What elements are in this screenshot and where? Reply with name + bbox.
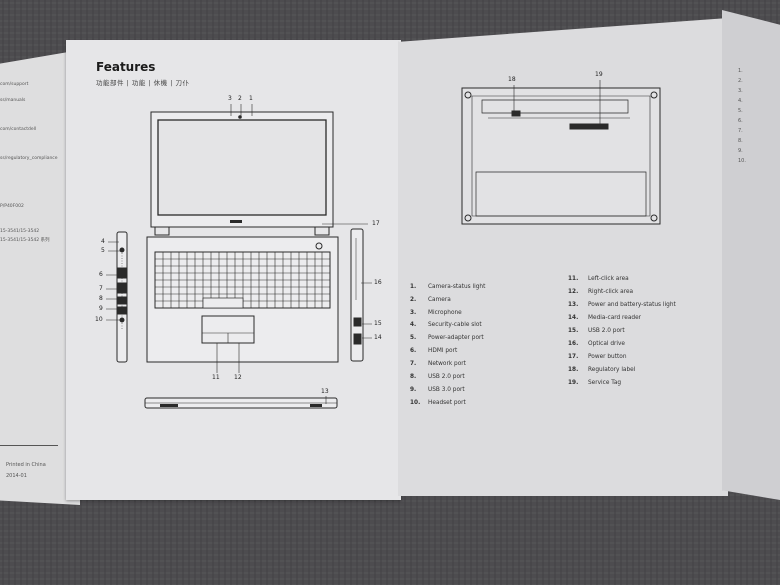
callout-15: 15: [374, 320, 382, 327]
power-port-icon: [119, 247, 125, 253]
far-text-line: 9.: [738, 148, 743, 154]
left-text-line: com/contactdell: [0, 127, 37, 132]
callout-9: 9: [99, 305, 103, 312]
laptop-bottom-view: [461, 87, 661, 225]
footer-rule: [0, 445, 58, 446]
far-text-line: 1.: [738, 68, 743, 74]
legend-item: 19.Service Tag: [568, 380, 622, 386]
screw-icon: [464, 214, 472, 222]
far-right-fold-panel: [722, 10, 780, 500]
regulatory-label: [511, 110, 521, 117]
camera-icon: [238, 115, 242, 119]
far-text-line: 8.: [738, 138, 743, 144]
legend-item: 18.Regulatory label: [568, 367, 636, 373]
far-text-line: 2.: [738, 78, 743, 84]
hinge-left: [154, 226, 170, 236]
screw-icon: [650, 91, 658, 99]
callout-1: 1: [249, 95, 253, 102]
right-usb-port: [353, 317, 362, 327]
legend-item: 14.Media-card reader: [568, 315, 642, 321]
page-subtitle: 功能部件 | 功能 | 休機 | 刀仆: [96, 79, 190, 87]
callout-14: 14: [374, 334, 382, 341]
legend-item: 8.USB 2.0 port: [410, 374, 465, 380]
laptop-display: [157, 119, 327, 216]
legend-item: 2.Camera: [410, 297, 451, 303]
legend-item: 12.Right-click area: [568, 289, 634, 295]
spacebar: [202, 297, 244, 309]
callout-16: 16: [374, 279, 382, 286]
legend-item: 3.Microphone: [410, 310, 462, 316]
legend-item: 17.Power button: [568, 354, 627, 360]
card-reader-slot: [353, 333, 362, 345]
far-text-line: 7.: [738, 128, 743, 134]
legend-item: 10.Headset port: [410, 400, 466, 406]
callout-19: 19: [595, 71, 603, 78]
callout-17: 17: [372, 220, 380, 227]
logo-mark: [230, 220, 242, 223]
callout-13: 13: [321, 388, 329, 395]
left-text-line: P/P40F002: [0, 204, 24, 209]
legend-item: 9.USB 3.0 port: [410, 387, 465, 393]
far-text-line: 3.: [738, 88, 743, 94]
left-text-line: com/support: [0, 82, 29, 87]
legend-item: 5.Power-adapter port: [410, 335, 484, 341]
legend-item: 13.Power and battery-status light: [568, 302, 676, 308]
usb2-port: [117, 296, 127, 305]
hdmi-port: [117, 267, 127, 279]
callout-11: 11: [212, 374, 220, 381]
printed-label: Printed in China: [6, 462, 46, 468]
hinge-right: [314, 226, 330, 236]
legend-item: 1.Camera-status light: [410, 284, 486, 290]
screw-icon: [464, 91, 472, 99]
callout-10: 10: [95, 316, 103, 323]
headset-port-icon: [119, 317, 125, 323]
far-text-line: 4.: [738, 98, 743, 104]
far-text-line: 5.: [738, 108, 743, 114]
right-side-view: [350, 228, 364, 362]
callout-3: 3: [228, 95, 232, 102]
legend-item: 11.Left-click area: [568, 276, 629, 282]
print-date: 2014-01: [6, 473, 27, 479]
service-tag: [569, 123, 609, 130]
left-text-line: ss/manuals: [0, 98, 26, 103]
usb3-port: [117, 306, 127, 315]
legend-item: 6.HDMI port: [410, 348, 458, 354]
left-text-line: 15-3541/15-3542 系列: [0, 238, 50, 243]
network-port: [117, 282, 127, 294]
legend-item: 15.USB 2.0 port: [568, 328, 625, 334]
callout-5: 5: [101, 247, 105, 254]
left-text-line: ss/regulatory_compliance: [0, 156, 58, 161]
callout-8: 8: [99, 295, 103, 302]
callout-6: 6: [99, 271, 103, 278]
legend-item: 4.Security-cable slot: [410, 322, 482, 328]
page-title: Features: [96, 60, 156, 74]
callout-7: 7: [99, 285, 103, 292]
far-text-line: 6.: [738, 118, 743, 124]
far-text-line: 10.: [738, 158, 746, 164]
legend-item: 16.Optical drive: [568, 341, 625, 347]
callout-2: 2: [238, 95, 242, 102]
legend-item: 7.Network port: [410, 361, 466, 367]
callout-4: 4: [101, 238, 105, 245]
power-button-icon: [315, 242, 323, 250]
callout-18: 18: [508, 76, 516, 83]
callout-12: 12: [234, 374, 242, 381]
screw-icon: [650, 214, 658, 222]
left-text-line: 15-3541/15-3542: [0, 229, 40, 234]
